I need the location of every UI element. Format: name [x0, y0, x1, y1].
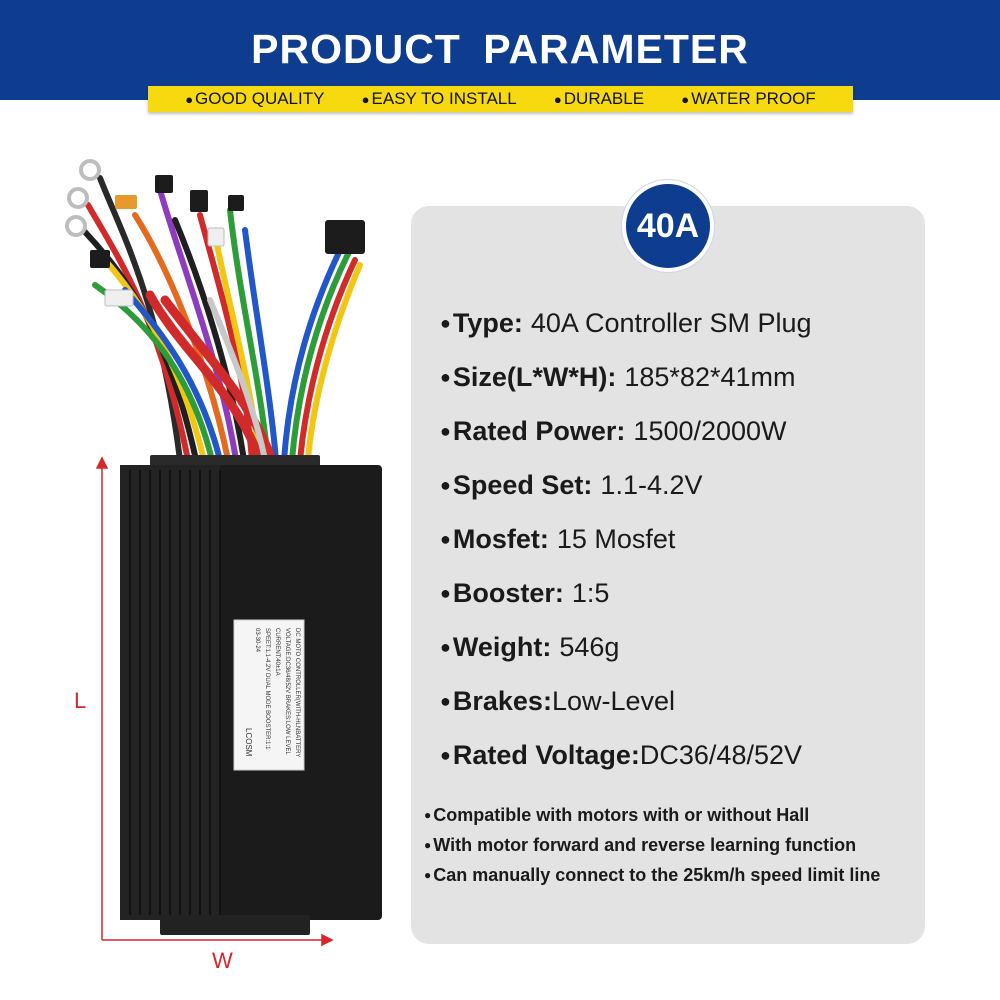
feature-item: ●WATER PROOF: [681, 89, 816, 108]
note-item: ●Can manually connect to the 25km/h spee…: [424, 864, 881, 885]
page-title: PRODUCT PARAMETER: [251, 26, 749, 72]
sticker-line: CURRENT:40±1A: [274, 628, 280, 676]
spec-item: ●Weight:546g: [440, 631, 620, 662]
sticker-brand: LCOSM: [244, 728, 253, 757]
spec-item: ●Mosfet:15 Mosfet: [440, 523, 676, 554]
spec-panel: [411, 206, 925, 944]
sticker-line: VOLTAGE:DC36/48/52V BRAKES:LOW LEVEL: [284, 628, 290, 755]
feature-item: ●EASY TO INSTALL: [361, 89, 517, 108]
note-item: ●With motor forward and reverse learning…: [424, 834, 857, 855]
bullet-icon: ●: [361, 91, 370, 107]
dimension-length-label: L: [74, 688, 87, 713]
sticker-line: SPEET:1.1-4.2V DUAL MODE BOOSTER:1:1: [264, 628, 270, 750]
spec-item: ●Rated Voltage:DC36/48/52V: [440, 739, 803, 770]
bullet-icon: ●: [185, 91, 194, 107]
bullet-icon: ●: [681, 91, 690, 107]
spec-item: ●Type:40A Controller SM Plug: [440, 307, 812, 338]
bullet-icon: ●: [424, 808, 432, 822]
spec-list: ●Type:40A Controller SM Plug ●Size(L*W*H…: [440, 296, 920, 782]
bullet-icon: ●: [440, 420, 451, 441]
sticker-line: DC MOTO CONTROLLER(WITH-HLNBATTERY: [294, 628, 300, 757]
feature-item: ●DURABLE: [553, 89, 645, 108]
bullet-icon: ●: [440, 690, 451, 711]
spec-item: ●Size(L*W*H):185*82*41mm: [440, 361, 796, 392]
spec-item: ●Rated Power:1500/2000W: [440, 415, 787, 446]
feature-notes: ●Compatible with motors with or without …: [424, 800, 919, 890]
bullet-icon: ●: [424, 838, 432, 852]
sticker-line: 03-30-24: [254, 628, 260, 653]
header-banner: PRODUCT PARAMETER: [0, 0, 1000, 100]
current-rating-badge: 40A: [622, 180, 714, 272]
bullet-icon: ●: [553, 91, 562, 107]
feature-bar: ●GOOD QUALITY ●EASY TO INSTALL ●DURABLE …: [148, 86, 853, 112]
bullet-icon: ●: [440, 312, 451, 333]
bullet-icon: ●: [440, 366, 451, 387]
bullet-icon: ●: [440, 474, 451, 495]
bullet-icon: ●: [424, 868, 432, 882]
spec-item: ●Brakes:Low-Level: [440, 685, 676, 716]
spec-item: ●Speed Set:1.1-4.2V: [440, 469, 703, 500]
note-item: ●Compatible with motors with or without …: [424, 804, 810, 825]
bullet-icon: ●: [440, 744, 451, 765]
bullet-icon: ●: [440, 582, 451, 603]
controller-product-image: DC MOTO CONTROLLER(WITH-HLNBATTERY VOLTA…: [65, 159, 382, 947]
dimension-width-label: W: [212, 948, 233, 973]
feature-item: ●GOOD QUALITY: [185, 89, 325, 108]
bullet-icon: ●: [440, 636, 451, 657]
spec-item: ●Booster:1:5: [440, 577, 610, 608]
bullet-icon: ●: [440, 528, 451, 549]
